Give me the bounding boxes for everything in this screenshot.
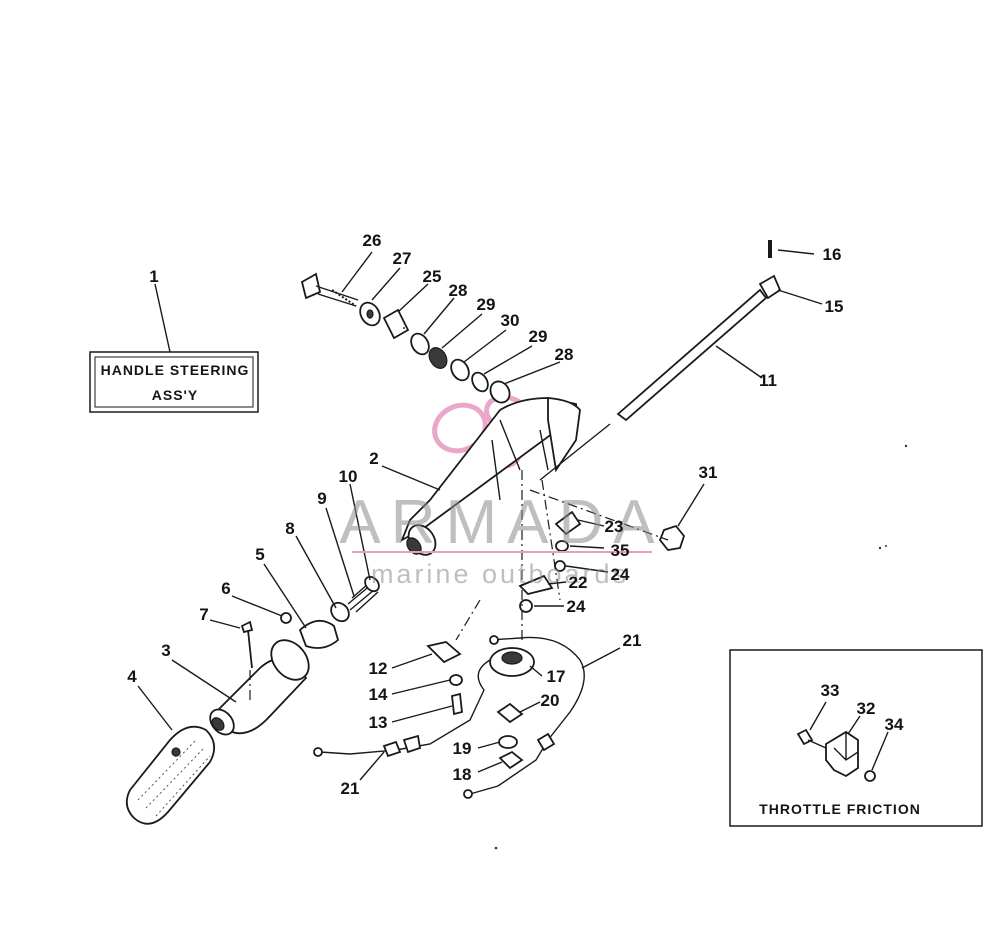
washer-14 [449,674,463,686]
washer-28b [489,380,511,404]
callout-12: 12 [369,659,388,678]
callout-2: 2 [369,449,378,468]
callout-11: 11 [759,371,777,390]
part-5 [298,620,340,649]
throttle-friction-inset: THROTTLE FRICTION [729,649,983,827]
callout-29-upper: 29 [477,295,496,314]
callout-31: 31 [699,463,718,482]
title-line-2: ASS'Y [152,387,198,403]
callout-27: 27 [393,249,412,268]
callout-26: 26 [363,231,382,250]
friction-block-edges [833,732,859,761]
callout-25: 25 [423,267,442,286]
screw-13 [451,692,463,716]
watermark-brand: ARMADA [339,488,664,557]
washer-29b [471,371,489,393]
handle-grip-part [125,725,216,825]
bolt-head-26 [300,272,322,300]
callout-10: 10 [339,467,358,486]
leader-33 [809,701,827,731]
callout-29-lower: 29 [529,327,548,346]
part-7-screw [240,620,254,669]
leader-32 [847,715,861,735]
callout-24-lower: 24 [567,597,586,616]
callout-9: 9 [317,489,326,508]
callout-13: 13 [369,713,388,732]
part-6 [280,612,292,624]
callout-18: 18 [453,765,472,784]
callout-34: 34 [885,715,904,734]
washer-28a [410,332,430,356]
callout-8: 8 [285,519,294,538]
callout-33: 33 [821,681,840,700]
watermark-tagline: marine outboards [371,559,629,589]
tiller-handle-part [209,639,310,736]
callout-32: 32 [857,699,876,718]
nut-18 [498,750,524,770]
pivot-bolt-stack [300,272,511,404]
callout-22: 22 [569,573,588,592]
callout-19: 19 [453,739,472,758]
title-line-1: HANDLE STEERING [101,362,250,378]
steering-arm-part [400,397,581,556]
callout-28-lower: 28 [555,345,574,364]
cable-21-right [469,636,585,795]
callout-35: 35 [611,541,630,560]
part-23 [554,510,582,536]
part-24b [519,599,533,613]
callout-21-right: 21 [623,631,642,650]
callout-17: 17 [547,667,566,686]
callout-20: 20 [541,691,560,710]
inset-label: THROTTLE FRICTION [759,801,921,817]
link-parts-group [518,510,582,613]
callout-23: 23 [605,517,624,536]
friction-nut-part [864,770,876,782]
callout-5: 5 [255,545,264,564]
callout-28-upper: 28 [449,281,468,300]
part-20 [496,702,524,724]
callout-6: 6 [221,579,230,598]
callout-24-upper: 24 [611,565,630,584]
bracket-parts-group [426,641,463,716]
callout-16: 16 [823,245,842,264]
callout-15: 15 [825,297,844,316]
throttle-parts-group [240,575,380,669]
callout-30: 30 [501,311,520,330]
leader-34 [871,731,889,771]
shift-rod-part [616,240,782,422]
callout-7: 7 [199,605,208,624]
part-9-spring [347,583,379,613]
throttle-cable-group [313,635,585,799]
washer-29a [428,347,448,369]
friction-screw-shaft [807,739,827,749]
callout-21-left: 21 [341,779,360,798]
scan-specks [403,327,908,850]
callout-3: 3 [161,641,170,660]
callout-1: 1 [149,267,158,286]
callout-numbers: 1 2 3 4 5 6 7 8 9 10 11 12 13 14 15 16 1… [127,231,904,798]
friction-screw-part [796,728,814,746]
washer-19 [498,735,518,749]
washer-30 [450,358,470,382]
nut-31-part [658,524,686,551]
bushing-25 [382,308,410,340]
part-22 [518,574,554,595]
center-lines [249,423,669,700]
callout-4: 4 [127,667,137,686]
part-10 [364,575,380,593]
leader-lines [137,249,823,781]
friction-block-part [825,730,859,778]
title-box: HANDLE STEERING ASS'Y [89,351,259,413]
bolt-shank-26 [315,285,359,307]
callout-14: 14 [369,685,388,704]
bracket-12 [426,641,462,664]
